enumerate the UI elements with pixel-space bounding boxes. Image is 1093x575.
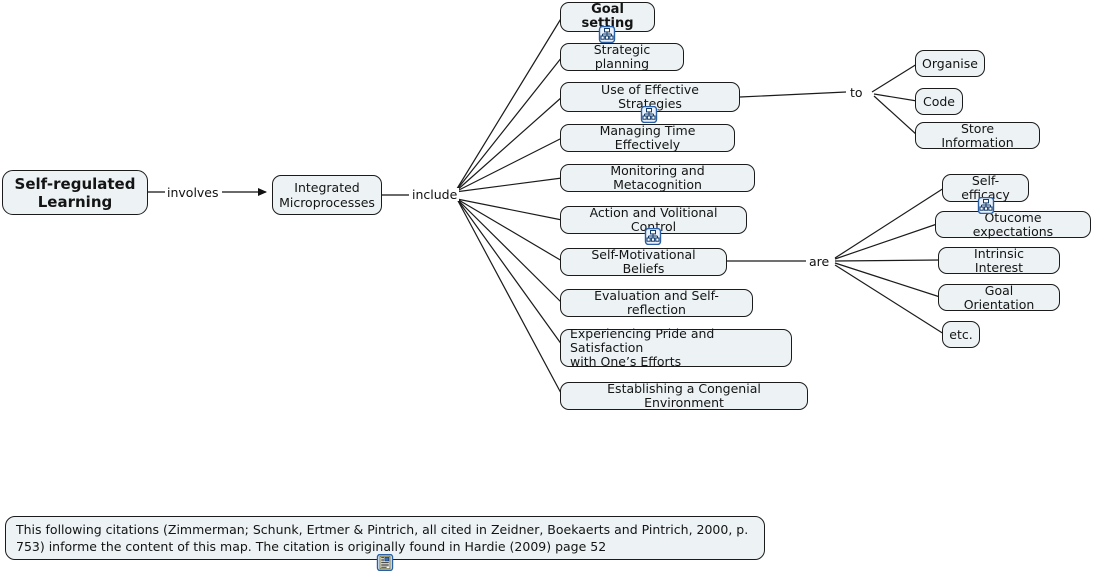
node-self-regulated-learning[interactable]: Self-regulated Learning — [2, 170, 148, 215]
submap-icon[interactable] — [644, 228, 662, 245]
link-label-to: to — [848, 85, 865, 100]
node-store-information[interactable]: Store Information — [915, 121, 1040, 149]
link-label-are: are — [807, 254, 832, 269]
node-evaluation-and-self-reflection[interactable]: Evaluation and Self-reflection — [560, 289, 753, 317]
node-integrated-microprocesses[interactable]: Integrated Microprocesses — [272, 175, 382, 215]
node-code[interactable]: Code — [915, 88, 963, 115]
link-label-involves: involves — [165, 185, 221, 200]
node-goal-orientation[interactable]: Goal Orientation — [938, 283, 1060, 311]
submap-icon[interactable] — [598, 26, 616, 43]
node-organise[interactable]: Organise — [915, 50, 985, 77]
edge-group-to-fan — [871, 63, 918, 136]
node-self-motivational-beliefs[interactable]: Self-Motivational Beliefs — [560, 248, 727, 276]
node-managing-time-effectively[interactable]: Managing Time Effectively — [560, 124, 735, 152]
node-monitoring-and-metacognition[interactable]: Monitoring and Metacognition — [560, 164, 755, 192]
edge-group-are-fan — [834, 187, 945, 335]
node-otucome-expectations[interactable]: Otucome expectations — [935, 210, 1091, 238]
link-label-include: include — [410, 187, 460, 202]
node-goal-setting[interactable]: Goal setting — [560, 2, 655, 32]
submap-icon[interactable] — [977, 197, 995, 214]
node-experiencing-pride-and-satisfaction[interactable]: Experiencing Pride and Satisfaction with… — [560, 327, 792, 369]
note-citation-box[interactable]: This following citations (Zimmerman; Sch… — [5, 516, 765, 560]
node-intrinsic-interest[interactable]: Intrinsic Interest — [938, 246, 1060, 274]
node-strategic-planning[interactable]: Strategic planning — [560, 43, 684, 71]
node-etc[interactable]: etc. — [942, 321, 980, 348]
note-document-icon[interactable] — [376, 554, 394, 571]
edge-group-include-fan — [454, 16, 563, 396]
submap-icon[interactable] — [640, 106, 658, 123]
node-establishing-a-congenial-environment[interactable]: Establishing a Congenial Environment — [560, 382, 808, 410]
edge-strategies-to — [739, 91, 847, 98]
